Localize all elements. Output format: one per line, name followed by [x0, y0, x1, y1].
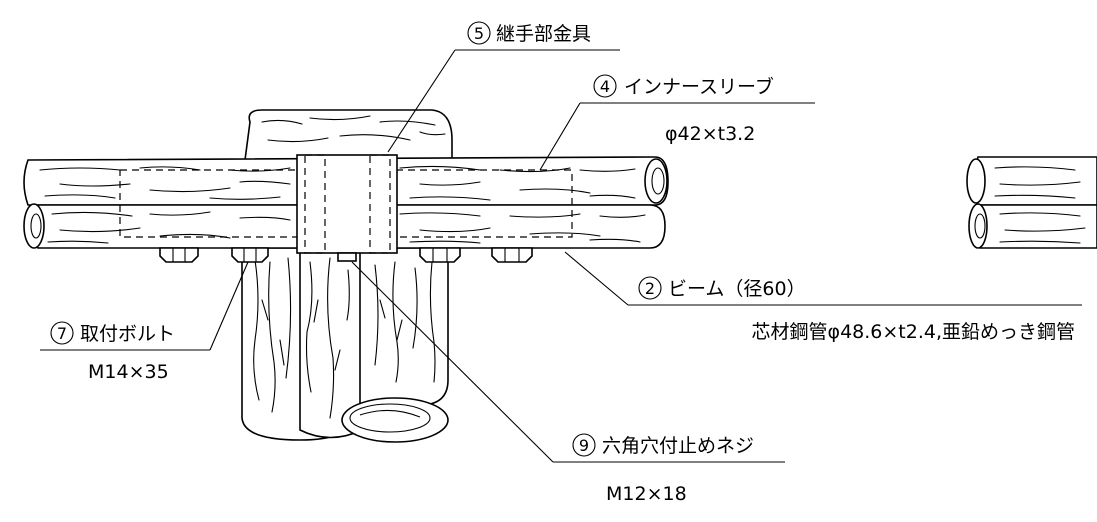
label-set-screw: 9 六角穴付止めネジ M12×18: [572, 433, 754, 505]
label-beam-spec: 芯材鋼管φ48.6×t2.4,亜鉛めっき鋼管: [752, 321, 1075, 343]
label-bolt-spec: M14×35: [88, 361, 169, 383]
label-sleeve-title: インナースリーブ: [624, 75, 774, 98]
label-setscrew-spec: M12×18: [606, 483, 687, 505]
adjacent-beam-logs: [966, 156, 1097, 249]
label-setscrew-number: 9: [579, 436, 589, 455]
label-beam-number: 2: [645, 279, 655, 298]
bolt-nut-1: [159, 247, 199, 263]
leader-lines: [40, 49, 1082, 463]
bolt-nut-2: [231, 247, 269, 263]
label-joint-number: 5: [474, 24, 484, 43]
post-end-log: [341, 397, 449, 443]
bolt-nut-4: [491, 247, 533, 263]
label-sleeve-number: 4: [600, 77, 610, 96]
label-inner-sleeve: 4 インナースリーブ φ42×t3.2: [593, 74, 774, 145]
label-beam-title: ビーム（径60）: [668, 278, 806, 300]
label-beam: 2 ビーム（径60） 芯材鋼管φ48.6×t2.4,亜鉛めっき鋼管: [638, 276, 1075, 343]
label-joint-title: 継手部金具: [496, 23, 591, 45]
label-setscrew-title: 六角穴付止めネジ: [602, 435, 754, 457]
joint-fitting: [296, 154, 398, 262]
label-bolt-number: 7: [57, 324, 67, 343]
label-sleeve-spec: φ42×t3.2: [665, 123, 755, 145]
label-mounting-bolt: 7 取付ボルト M14×35: [50, 321, 175, 383]
bolt-nuts: [159, 247, 533, 263]
label-bolt-title: 取付ボルト: [80, 323, 175, 345]
bolt-nut-3: [419, 247, 461, 263]
rear-crossbar-log: [244, 109, 453, 161]
label-joint-fitting: 5 継手部金具: [467, 21, 591, 45]
